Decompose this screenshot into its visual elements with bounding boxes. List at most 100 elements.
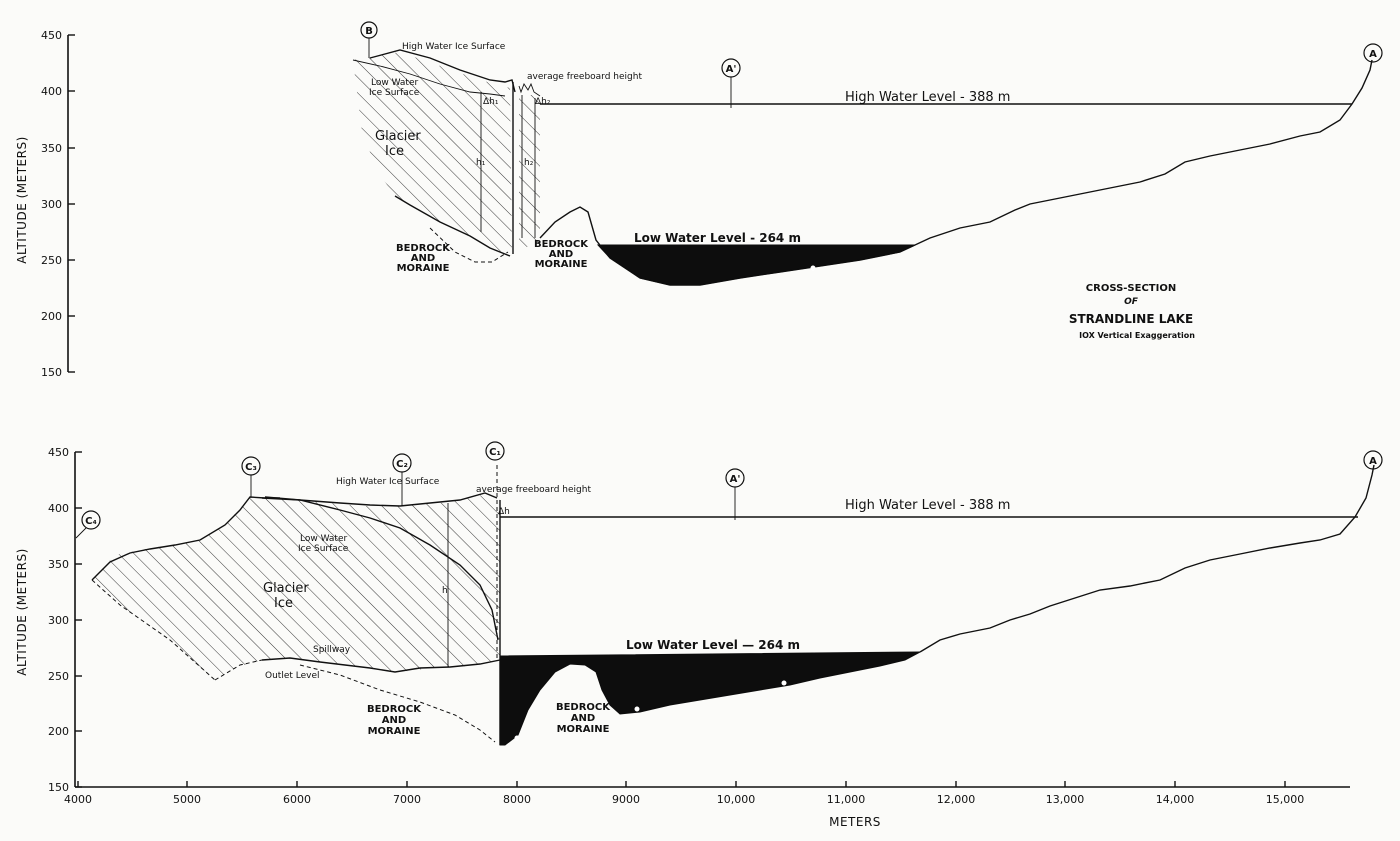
top-ytick-label: 450 — [41, 29, 62, 42]
bottom-xtick-label: 13,000 — [1046, 793, 1085, 806]
bottom-xtick-label: 4000 — [64, 793, 92, 806]
bottom-ytick-label: 200 — [48, 725, 69, 738]
top-delta-h2: Δh₂ — [535, 97, 551, 107]
top-ytick-label: 250 — [41, 254, 62, 267]
bottom-bedrock-left-2: AND — [382, 715, 406, 726]
top-glacier-bed — [394, 195, 511, 257]
bottom-xtick-label: 12,000 — [937, 793, 976, 806]
bottom-sounding-point — [514, 735, 520, 741]
bottom-bedrock-left-1: BEDROCK — [367, 704, 422, 715]
bottom-panel: 450 400 350 300 250 200 150 4000 5000 60… — [15, 441, 1383, 829]
bottom-xtick-label: 9000 — [612, 793, 640, 806]
bottom-glacier-upper-left — [91, 496, 280, 581]
top-ytick-label: 200 — [41, 310, 62, 323]
bottom-h-label: h — [442, 586, 448, 596]
bottom-marker-c4-label: C₄ — [85, 516, 97, 527]
bottom-sounding-point — [634, 706, 640, 712]
bottom-high-water-ice-surface-label: High Water Ice Surface — [336, 477, 440, 487]
top-bedrock-right-1: BEDROCK — [534, 239, 589, 250]
bottom-xtick-label: 15,000 — [1266, 793, 1305, 806]
bottom-outlet-level-label: Outlet Level — [265, 671, 320, 681]
top-marker-a-prime-label: A' — [726, 64, 737, 75]
bottom-low-water-ice-label-1: Low Water — [300, 534, 347, 544]
bottom-glacier-base-dashed — [91, 579, 216, 681]
bottom-x-ticks: 4000 5000 6000 7000 8000 9000 10,000 11,… — [64, 781, 1304, 806]
bottom-high-water-level-label: High Water Level - 388 m — [845, 498, 1010, 513]
bottom-marker-a-label: A — [1369, 456, 1377, 467]
top-ytick-label: 350 — [41, 142, 62, 155]
top-high-water-level-label: High Water Level - 388 m — [845, 90, 1010, 105]
top-freeboard-peaks — [518, 82, 541, 97]
top-h2-label: h₂ — [524, 158, 534, 168]
top-high-water-ice-surface-label: High Water Ice Surface — [402, 42, 506, 52]
top-low-water-ice-label-1: Low Water — [371, 78, 418, 88]
top-bedrock-right-2: AND — [549, 249, 573, 260]
bottom-marker-a-prime-label: A' — [730, 474, 741, 485]
bottom-marker-c2: C₂ — [392, 453, 412, 506]
bottom-spillway-dashed-left — [214, 659, 263, 681]
top-ytick-label: 400 — [41, 85, 62, 98]
top-bedrock-left-3: MORAINE — [397, 263, 450, 274]
top-ytick-label: 150 — [41, 366, 62, 379]
bottom-marker-a: A — [1363, 450, 1383, 470]
bottom-marker-c3-label: C₃ — [245, 462, 257, 473]
bottom-ytick-label: 250 — [48, 670, 69, 683]
bottom-spillway-label: Spillway — [313, 645, 351, 655]
bottom-marker-c2-label: C₂ — [396, 459, 408, 470]
bottom-glacier-ice — [92, 493, 500, 680]
bottom-ytick-label: 150 — [48, 781, 69, 794]
bottom-high-water-ice-surface-line — [261, 492, 498, 507]
top-marker-a-prime: A' — [721, 58, 741, 108]
bottom-xtick-label: 14,000 — [1156, 793, 1195, 806]
bottom-marker-c1-label: C₁ — [489, 447, 501, 458]
top-marker-a: A — [1363, 43, 1383, 63]
bottom-ytick-label: 450 — [48, 446, 69, 459]
top-panel: 450 400 350 300 250 200 150 ALTITUDE (ME… — [15, 21, 1383, 379]
top-sounding-point — [810, 265, 816, 271]
bottom-ytick-label: 400 — [48, 502, 69, 515]
top-freeboard-label: average freeboard height — [527, 72, 642, 82]
bottom-low-water-ice-label-2: Ice Surface — [298, 544, 349, 554]
top-low-water-ice-surface-line — [352, 59, 506, 97]
bottom-marker-c3: C₃ — [241, 456, 261, 497]
bottom-delta-h-label: Δh — [498, 507, 510, 517]
bottom-xtick-label: 5000 — [173, 793, 201, 806]
bottom-y-ticks: 450 400 350 300 250 200 150 — [48, 446, 82, 794]
top-glacier-label-2: Ice — [385, 144, 404, 159]
bottom-xtick-label: 8000 — [503, 793, 531, 806]
bottom-marker-a-prime: A' — [725, 468, 745, 520]
top-y-axis-title: ALTITUDE (METERS) — [15, 136, 29, 264]
bottom-low-water-ice-surface-line — [264, 496, 499, 641]
bottom-terrain-profile — [919, 464, 1375, 653]
bottom-x-axis-title: METERS — [829, 815, 881, 829]
figure-title-3: STRANDLINE LAKE — [1069, 312, 1193, 326]
top-h1-label: h₁ — [476, 158, 486, 168]
figure-title-2: OF — [1124, 297, 1139, 307]
bottom-ytick-label: 300 — [48, 614, 69, 627]
top-bedrock-left-2: AND — [411, 253, 435, 264]
bottom-xtick-label: 11,000 — [827, 793, 866, 806]
top-high-water-ice-surface-line — [369, 49, 516, 93]
bottom-glacier-label-2: Ice — [274, 596, 293, 611]
top-marker-b: B — [360, 21, 378, 58]
top-ytick-label: 300 — [41, 198, 62, 211]
top-glacier-label-1: Glacier — [375, 129, 421, 144]
bottom-xtick-label: 6000 — [283, 793, 311, 806]
figure-title-1: CROSS-SECTION — [1086, 283, 1176, 294]
top-marker-b-label: B — [365, 26, 373, 37]
bottom-marker-c4: C₄ — [75, 510, 101, 539]
top-low-water-lake — [596, 244, 916, 286]
bottom-bedrock-right-1: BEDROCK — [556, 702, 611, 713]
top-bedrock-left-1: BEDROCK — [396, 243, 451, 254]
top-bed-dashed — [429, 227, 509, 263]
bottom-y-axis-title: ALTITUDE (METERS) — [15, 548, 29, 676]
bottom-sounding-point — [781, 680, 787, 686]
bottom-low-water-lake — [499, 651, 921, 746]
top-low-water-level-label: Low Water Level - 264 m — [634, 231, 801, 245]
bottom-xtick-label: 10,000 — [717, 793, 756, 806]
bottom-xtick-label: 7000 — [393, 793, 421, 806]
bottom-ytick-label: 350 — [48, 558, 69, 571]
top-glacier-ice — [353, 52, 512, 255]
